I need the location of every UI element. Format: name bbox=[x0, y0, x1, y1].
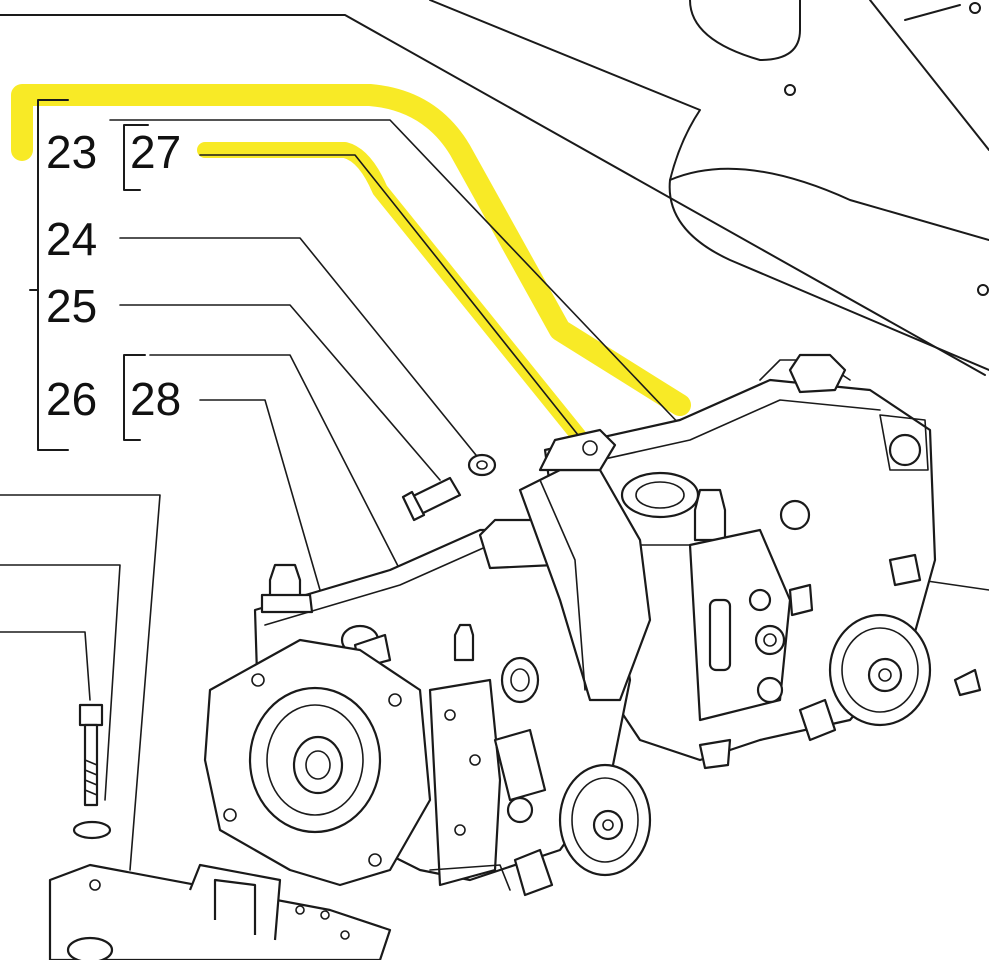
leader-25 bbox=[119, 304, 441, 481]
leader-23 bbox=[109, 119, 686, 431]
leader-27 bbox=[199, 154, 591, 451]
bolt-and-washer bbox=[401, 453, 497, 522]
mounting-bracket bbox=[48, 863, 392, 960]
leader-28 bbox=[199, 399, 321, 591]
callout-27: 27 bbox=[130, 126, 181, 178]
bracket-23-group bbox=[29, 99, 149, 451]
callout-23: 23 bbox=[46, 126, 97, 178]
highlight-stroke-outer bbox=[11, 84, 691, 416]
callout-28: 28 bbox=[130, 373, 181, 425]
leader-26 bbox=[149, 354, 401, 571]
callout-24: 24 bbox=[46, 213, 97, 265]
highlight-stroke-inner bbox=[197, 142, 598, 458]
callout-labels: 23 27 24 25 26 28 bbox=[46, 126, 181, 425]
vertical-bolt bbox=[72, 703, 112, 840]
leader-lines bbox=[0, 119, 989, 871]
callout-26: 26 bbox=[46, 373, 97, 425]
frame-structure bbox=[0, 0, 989, 376]
highlight-annotation bbox=[11, 84, 691, 458]
pump-coupling bbox=[518, 428, 652, 702]
callout-25: 25 bbox=[46, 280, 97, 332]
leader-24 bbox=[119, 237, 481, 461]
